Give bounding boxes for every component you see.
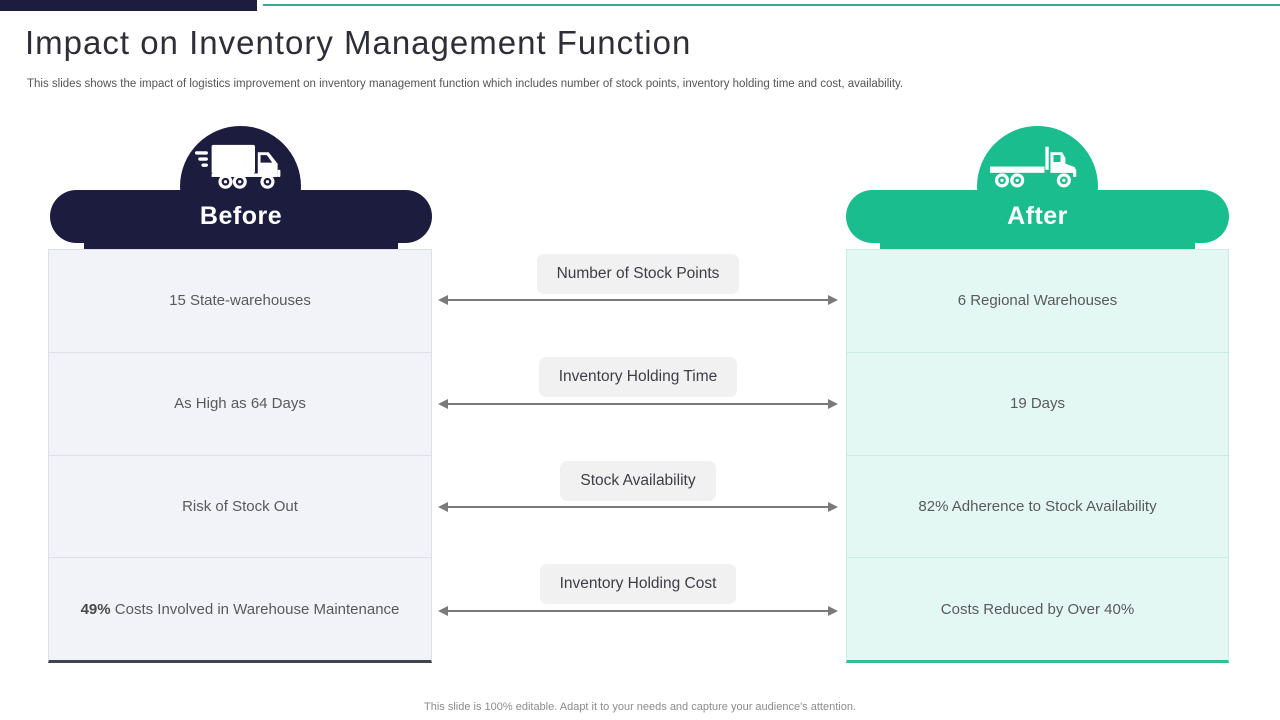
editable-note: This slide is 100% editable. Adapt it to…: [424, 701, 856, 713]
after-header-underline: [880, 243, 1195, 249]
before-value-text: 15 State-warehouses: [169, 292, 311, 310]
top-accent-line: [263, 4, 1280, 6]
metric-row: Stock Availability: [437, 461, 839, 501]
metric-row: Inventory Holding Cost: [437, 564, 839, 604]
before-column: 15 State-warehouses As High as 64 Days R…: [48, 249, 432, 663]
after-value-text: 19 Days: [1009, 395, 1066, 413]
after-column: 6 Regional Warehouses 19 Days 82% Adhere…: [846, 249, 1229, 663]
metric-row: Inventory Holding Time: [437, 357, 839, 397]
after-value-text: Costs Reduced by Over 40%: [940, 600, 1135, 618]
after-value-text: 82% Adherence to Stock Availability: [918, 497, 1157, 515]
before-value-text: Risk of Stock Out: [182, 497, 298, 515]
double-arrow-icon: [438, 502, 838, 512]
flatbed-truck-icon: [990, 146, 1077, 188]
before-value-stock-availability: Risk of Stock Out: [49, 454, 431, 558]
slide-subtitle: This slides shows the impact of logistic…: [27, 78, 904, 90]
delivery-truck-icon: [195, 144, 281, 189]
bold-percent: 49%: [80, 600, 111, 618]
metric-label-stock-points: Number of Stock Points: [536, 254, 740, 294]
after-header: After: [846, 190, 1229, 243]
double-arrow-icon: [438, 606, 838, 616]
top-accent-bar: [0, 0, 257, 11]
metric-row: Number of Stock Points: [437, 254, 839, 294]
after-value-holding-time: 19 Days: [847, 351, 1228, 455]
metric-label-stock-availability: Stock Availability: [560, 461, 716, 501]
value-rest: Costs Involved in Warehouse Maintenance: [110, 600, 400, 618]
page-title: Impact on Inventory Management Function: [25, 24, 692, 61]
before-header-label: Before: [199, 202, 283, 230]
before-value-stock-points: 15 State-warehouses: [49, 250, 431, 352]
before-header-underline: [84, 243, 398, 249]
after-value-stock-points: 6 Regional Warehouses: [847, 250, 1228, 352]
after-value-text: 6 Regional Warehouses: [957, 292, 1118, 310]
metric-label-holding-time: Inventory Holding Time: [538, 357, 738, 397]
after-header-label: After: [1007, 202, 1068, 230]
double-arrow-icon: [438, 295, 838, 305]
double-arrow-icon: [438, 399, 838, 409]
after-value-holding-cost: Costs Reduced by Over 40%: [847, 557, 1228, 660]
before-value-text: As High as 64 Days: [174, 395, 306, 413]
metric-label-holding-cost: Inventory Holding Cost: [539, 564, 737, 604]
after-value-stock-availability: 82% Adherence to Stock Availability: [847, 454, 1228, 558]
before-value-holding-time: As High as 64 Days: [49, 351, 431, 455]
before-value-holding-cost: 49% Costs Involved in Warehouse Maintena…: [49, 557, 431, 660]
before-value-text: 49% Costs Involved in Warehouse Maintena…: [81, 601, 400, 618]
before-header: Before: [50, 190, 432, 243]
